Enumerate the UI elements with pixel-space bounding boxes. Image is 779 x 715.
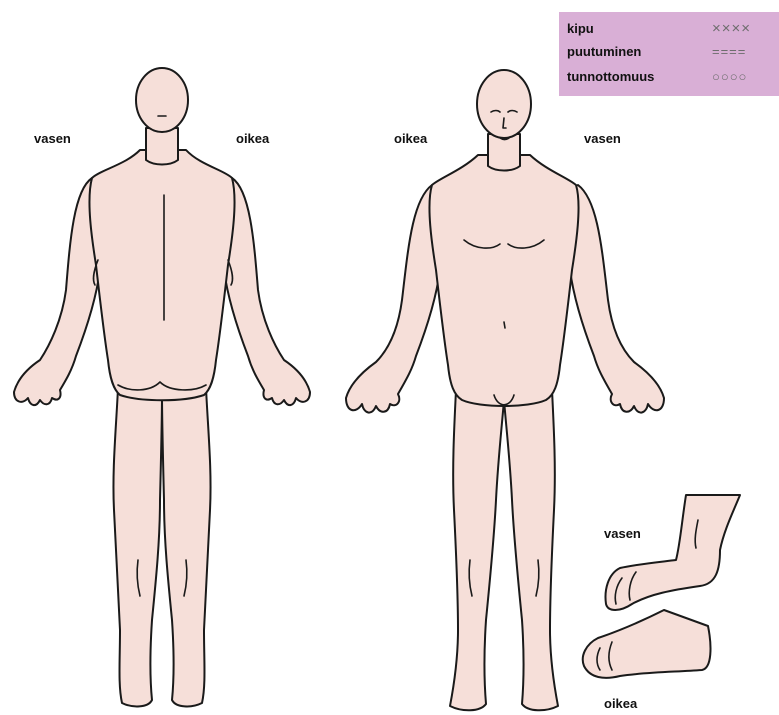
front-left-leg bbox=[504, 390, 558, 710]
feet-view-figure[interactable] bbox=[583, 495, 740, 678]
right-foot bbox=[583, 610, 711, 678]
back-right-leg bbox=[162, 388, 211, 706]
back-neck bbox=[146, 128, 178, 165]
back-torso bbox=[89, 150, 234, 400]
front-right-label: vasen bbox=[584, 131, 621, 146]
symptom-legend: kipu ×××× puutuminen ==== tunnottomuus ○… bbox=[559, 12, 779, 96]
left-foot bbox=[606, 495, 740, 610]
back-left-label: vasen bbox=[34, 131, 71, 146]
back-right-label: oikea bbox=[236, 131, 269, 146]
legend-symbol-numbness: ○○○○ bbox=[712, 69, 747, 87]
front-left-arm bbox=[566, 185, 664, 413]
legend-label-pain: kipu bbox=[567, 21, 594, 39]
back-head bbox=[136, 68, 188, 132]
legend-symbol-tingling: ==== bbox=[712, 44, 746, 62]
back-view-figure[interactable] bbox=[14, 68, 310, 706]
front-left-label: oikea bbox=[394, 131, 427, 146]
legend-symbol-pain: ×××× bbox=[712, 20, 751, 38]
back-left-leg bbox=[113, 388, 162, 706]
front-view-figure[interactable] bbox=[346, 70, 664, 710]
feet-top-label: vasen bbox=[604, 526, 641, 541]
legend-label-numbness: tunnottomuus bbox=[567, 69, 654, 87]
front-right-leg bbox=[450, 390, 504, 710]
feet-bottom-label: oikea bbox=[604, 696, 637, 711]
front-torso bbox=[429, 155, 578, 406]
legend-label-tingling: puutuminen bbox=[567, 44, 641, 62]
